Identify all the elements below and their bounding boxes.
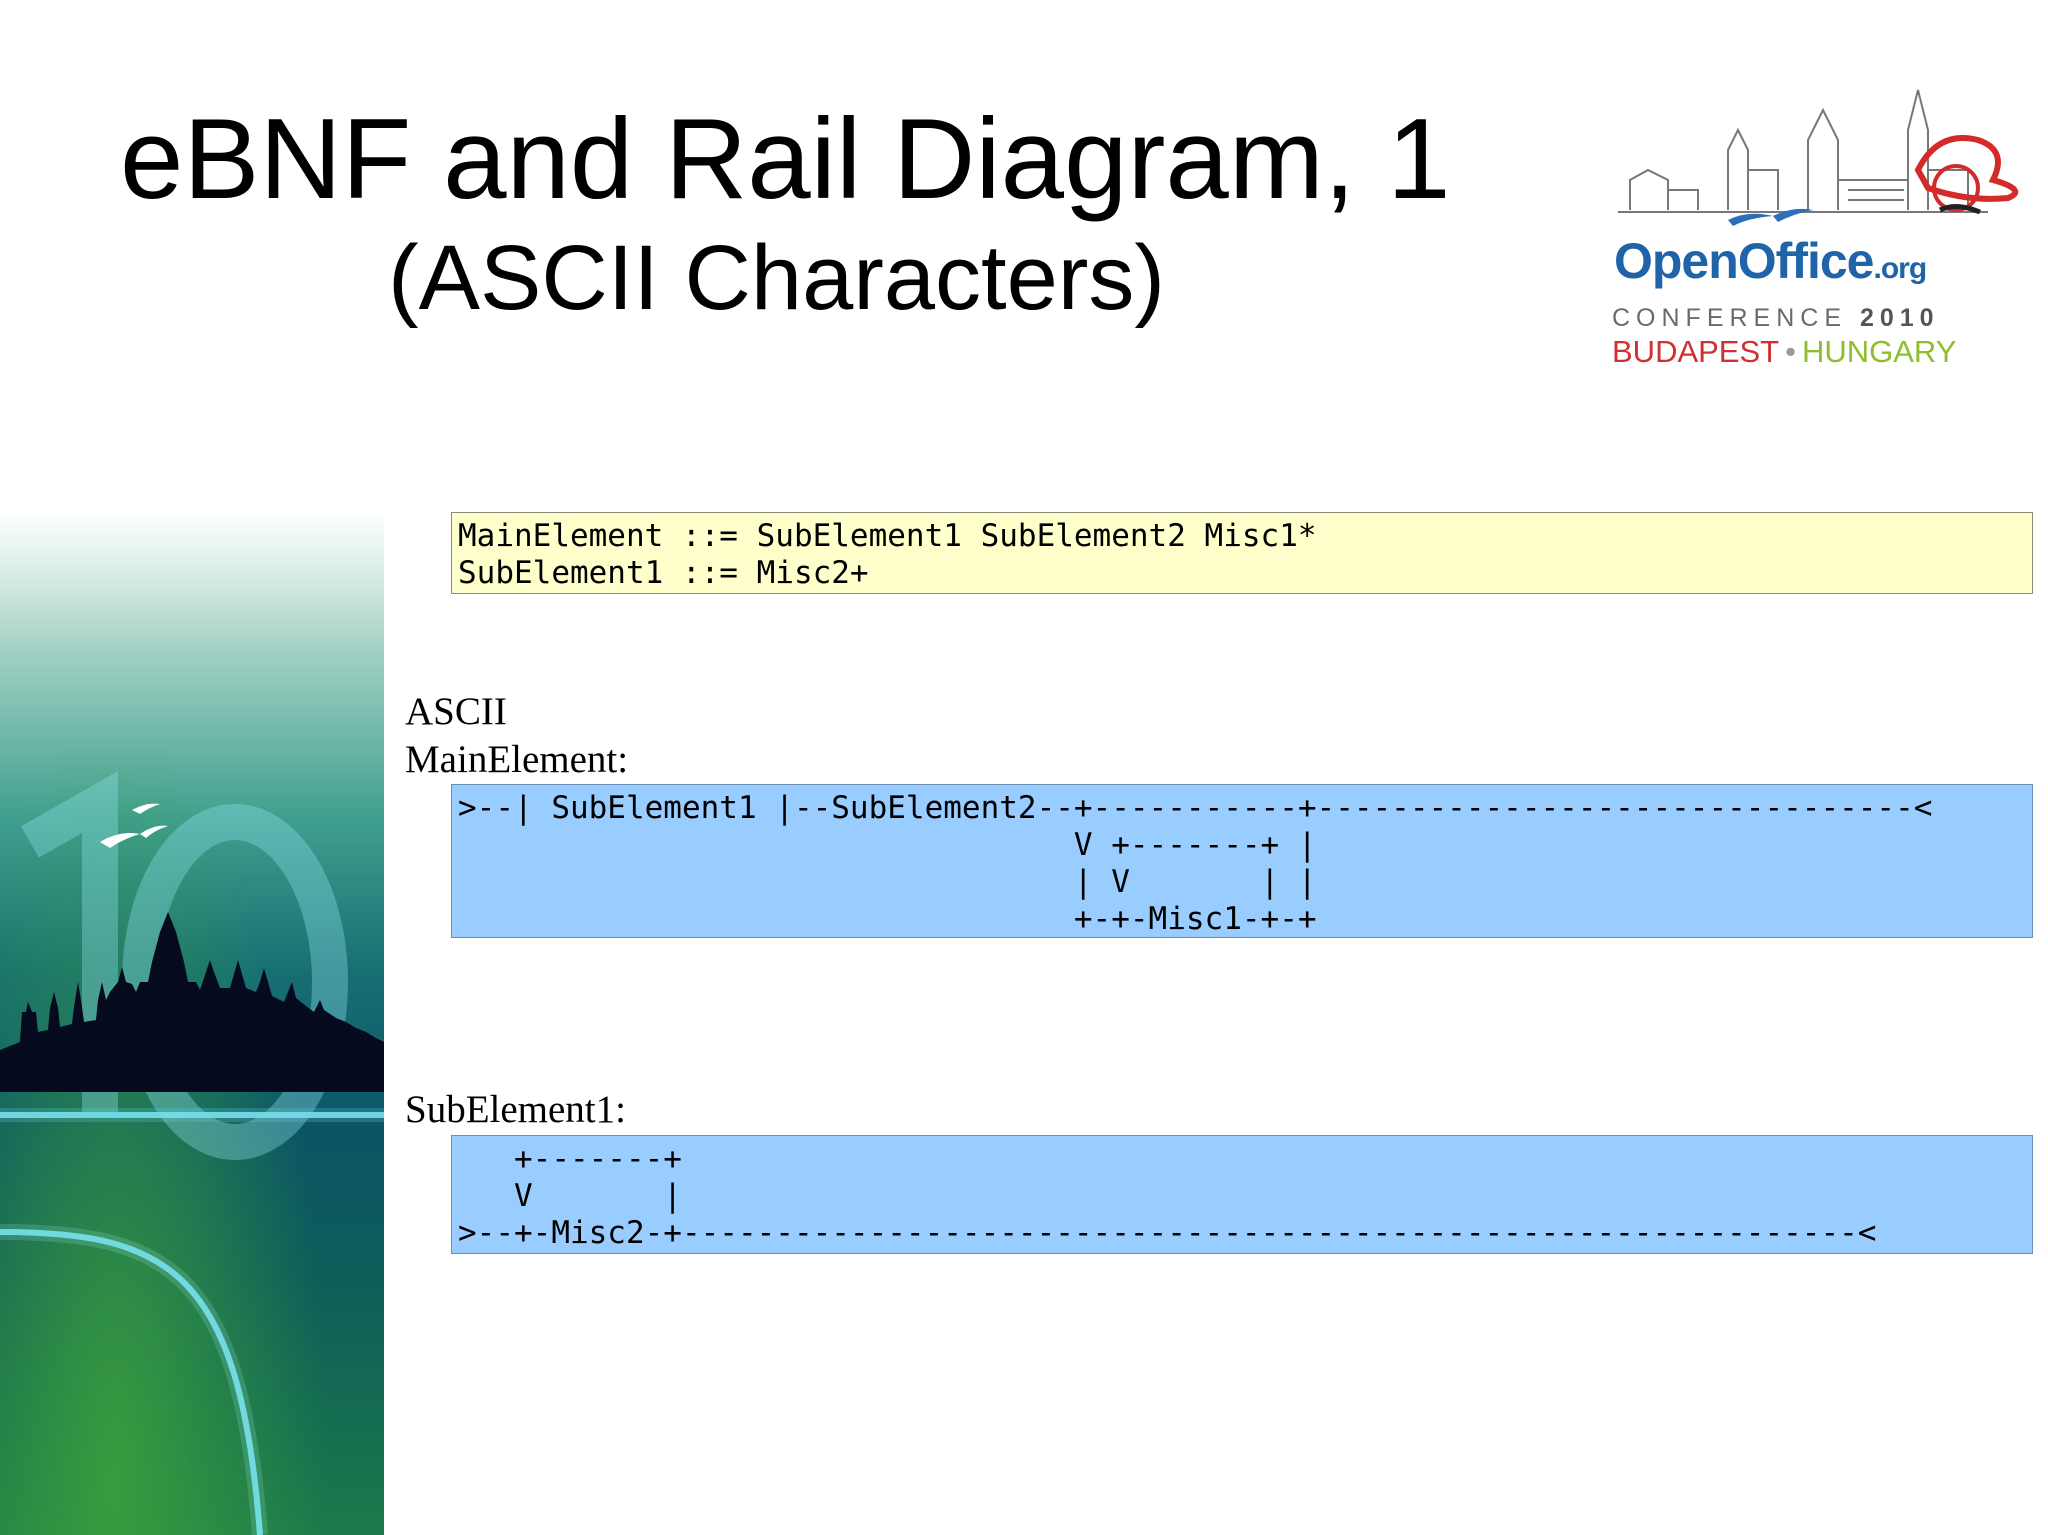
main-element-label: MainElement:	[405, 738, 629, 781]
slide-subtitle: (ASCII Characters)	[388, 227, 1166, 329]
rail-line: V +-------+ |	[458, 827, 1317, 863]
rail-line: | V | |	[458, 864, 1317, 900]
rail-line: +-------+	[458, 1141, 682, 1177]
ebnf-code-box: MainElement ::= SubElement1 SubElement2 …	[451, 512, 2033, 594]
conference-logo: OpenOffice.org CONFERENCE 2010 BUDAPEST•…	[1608, 70, 2028, 370]
decorative-side-band	[0, 512, 384, 1535]
slide-title: eBNF and Rail Diagram, 1	[120, 96, 1451, 223]
location-line: BUDAPEST•HUNGARY	[1612, 334, 1956, 370]
sub-element-rail-diagram: +-------+ V |>--+-Misc2-+---------------…	[451, 1135, 2033, 1254]
rail-line: >--| SubElement1 |--SubElement2--+------…	[458, 790, 1933, 826]
rail-line: >--+-Misc2-+----------------------------…	[458, 1215, 1877, 1251]
rail-line: V |	[458, 1178, 682, 1214]
conference-text: CONFERENCE	[1612, 304, 1848, 332]
seagull-icon	[100, 803, 168, 848]
ascii-label: ASCII	[405, 690, 507, 733]
mascot-hat-icon	[1914, 135, 2019, 215]
ebnf-line: MainElement ::= SubElement1 SubElement2 …	[458, 518, 1317, 554]
brand-main-text: OpenOffice	[1614, 233, 1874, 289]
budapest-skyline-logo-icon	[1618, 89, 2019, 226]
location-separator: •	[1785, 334, 1796, 369]
openoffice-wordmark: OpenOffice.org	[1614, 232, 1927, 290]
brand-suffix-text: .org	[1873, 252, 1927, 285]
parliament-skyline-icon	[0, 912, 384, 1092]
ebnf-line: SubElement1 ::= Misc2+	[458, 555, 869, 591]
conference-line: CONFERENCE 2010	[1612, 304, 1940, 333]
conference-year: 2010	[1859, 304, 1940, 332]
country-text: HUNGARY	[1801, 334, 1957, 369]
sub-element-label: SubElement1:	[405, 1088, 626, 1131]
rail-line: +-+-Misc1-+-+	[458, 901, 1317, 937]
main-element-rail-diagram: >--| SubElement1 |--SubElement2--+------…	[451, 784, 2033, 938]
skyline-artwork	[0, 770, 384, 1535]
city-text: BUDAPEST	[1612, 334, 1780, 369]
